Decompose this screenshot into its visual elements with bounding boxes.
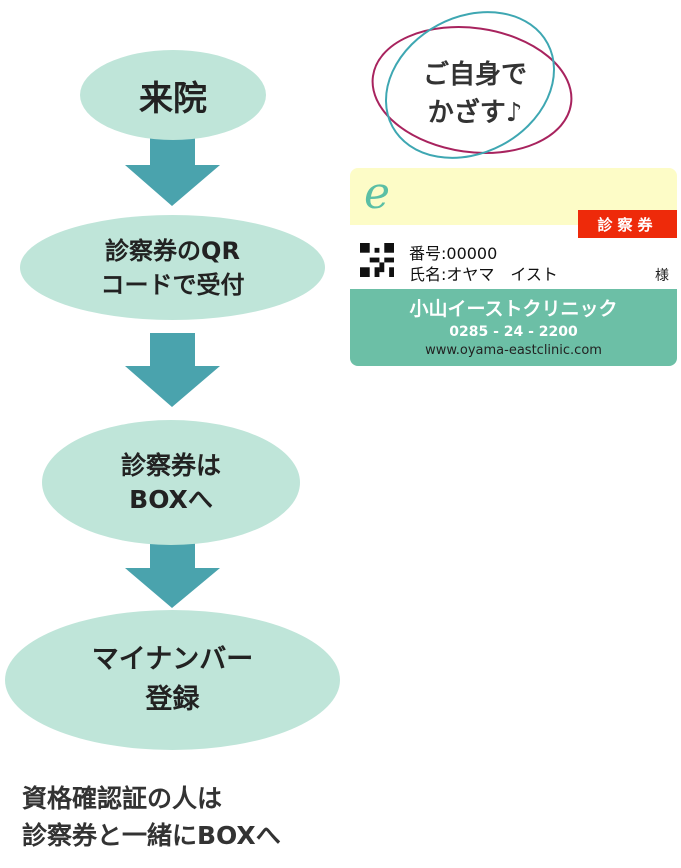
magenta-ring — [371, 26, 573, 154]
card-label: 診察券 — [578, 210, 677, 238]
clinic-website: www.oyama-eastclinic.com — [425, 343, 602, 358]
step-label: 診察券のQR コードで受付 — [100, 236, 245, 299]
arrow-down-2 — [125, 333, 220, 407]
arrow-down-3 — [125, 535, 220, 608]
qr-code-icon — [360, 243, 394, 277]
arrow-down-1 — [125, 132, 220, 206]
step-visit: 来院 — [80, 50, 266, 140]
teal-ring — [384, 11, 556, 159]
clinic-phone: 0285 - 24 - 2200 — [449, 324, 578, 340]
step-label: 診察券は BOXへ — [120, 450, 221, 514]
note-text: 資格確認証の人は 診察券と一緒にBOXへ — [22, 784, 281, 850]
step-qr-reception: 診察券のQR コードで受付 — [20, 215, 325, 320]
step-card-box: 診察券は BOXへ — [42, 420, 300, 545]
step-label: マイナンバー 登録 — [91, 644, 254, 715]
callout-text: ご自身で かざす♪ — [422, 60, 527, 128]
card-footer: 小山イーストクリニック 0285 - 24 - 2200 www.oyama-e… — [350, 289, 677, 366]
card-name: 氏名:オヤマ イスト — [409, 265, 558, 284]
clinic-logo-icon: e — [364, 168, 391, 219]
step-mynumber: マイナンバー 登録 — [5, 610, 340, 750]
card-honorific: 様 — [655, 268, 669, 284]
clinic-name: 小山イーストクリニック — [409, 298, 618, 320]
card-number: 番号:00000 — [409, 244, 498, 263]
patient-card: e 診察券 番号:00000 氏名:オヤマ イスト 様 小山イーストクリニック … — [350, 168, 677, 366]
step-label: 来院 — [139, 78, 207, 119]
